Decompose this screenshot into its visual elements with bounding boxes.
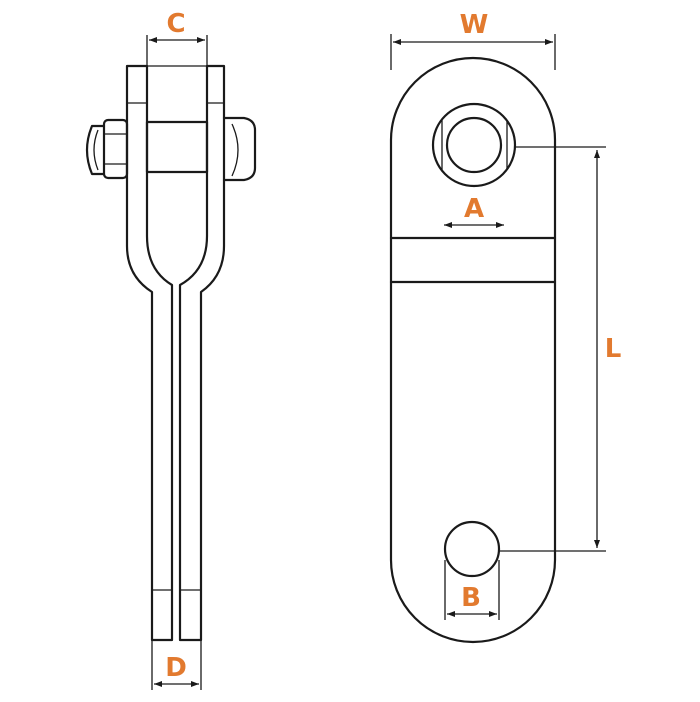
dimension-w: W [390, 10, 556, 70]
pin-head [222, 116, 257, 182]
pin-thread-line [93, 129, 99, 171]
nut [102, 118, 129, 180]
pin-thread-end [85, 124, 106, 176]
clevis-left-prong [125, 64, 174, 642]
label-b: B [461, 583, 481, 613]
label-w: W [460, 10, 489, 40]
pin-head-curve [231, 123, 239, 177]
bottom-hole [443, 520, 501, 578]
label-l: L [605, 334, 622, 364]
label-d: D [165, 653, 187, 683]
top-pin [445, 116, 503, 174]
front-view [389, 56, 557, 644]
dimension-c: C [146, 9, 208, 66]
clevis-pin-body [145, 120, 209, 174]
clevis-right-prong [178, 64, 226, 642]
dimension-b: B [444, 560, 500, 620]
dimension-a: A [444, 194, 504, 228]
dimension-l: L [500, 146, 622, 552]
side-view [85, 64, 257, 642]
label-a: A [464, 194, 484, 224]
tongue-plate-outline [389, 56, 557, 644]
label-c: C [166, 9, 185, 39]
dimension-d: D [151, 640, 202, 690]
top-hole [431, 102, 517, 188]
